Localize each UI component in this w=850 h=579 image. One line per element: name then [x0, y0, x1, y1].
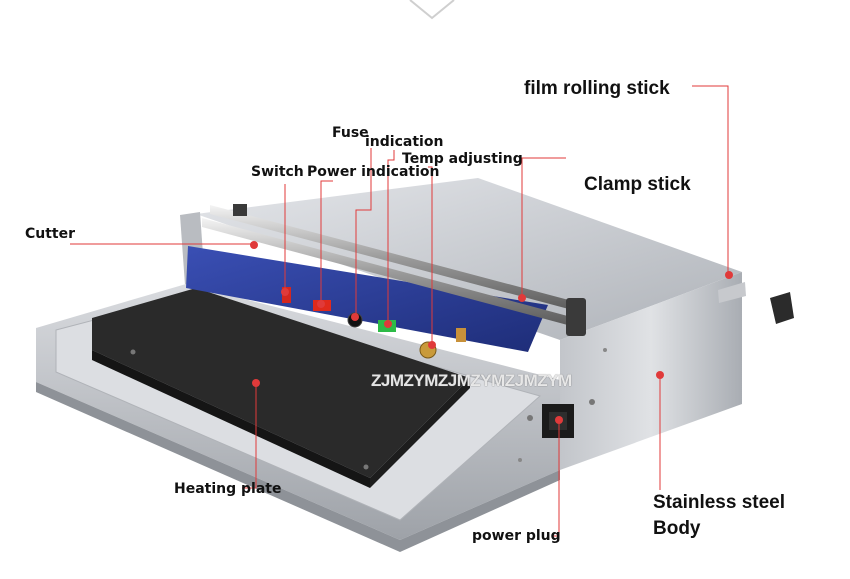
label-fuse: Fuse [332, 125, 369, 141]
label-temp-adjusting: Temp adjusting [402, 151, 523, 167]
label-power-indication: Power indication [307, 164, 440, 180]
label-heating-plate: Heating plate [174, 481, 282, 497]
film-rolling-stick [210, 205, 580, 312]
label-clamp-stick: Clamp stick [584, 174, 691, 195]
watermark-text: ZJMZYMZJMZYMZJMZYM [371, 371, 572, 390]
label-cutter: Cutter [25, 226, 76, 242]
label-stainless-steel: Stainless steel [653, 492, 786, 513]
label-indication: indication [365, 134, 444, 150]
label-switch: Switch [251, 164, 304, 180]
side-body [560, 272, 742, 470]
control-panel [186, 246, 548, 352]
side-handle [770, 292, 794, 324]
label-body: Body [653, 518, 701, 539]
chevron-down-icon [409, 0, 455, 20]
leader-dots [250, 241, 733, 424]
leader-lines [70, 85, 729, 537]
label-power-plug: power plug [472, 528, 561, 544]
heating-plate [92, 288, 470, 478]
top-cover [196, 178, 742, 340]
label-film-rolling-stick: film rolling stick [524, 78, 670, 99]
